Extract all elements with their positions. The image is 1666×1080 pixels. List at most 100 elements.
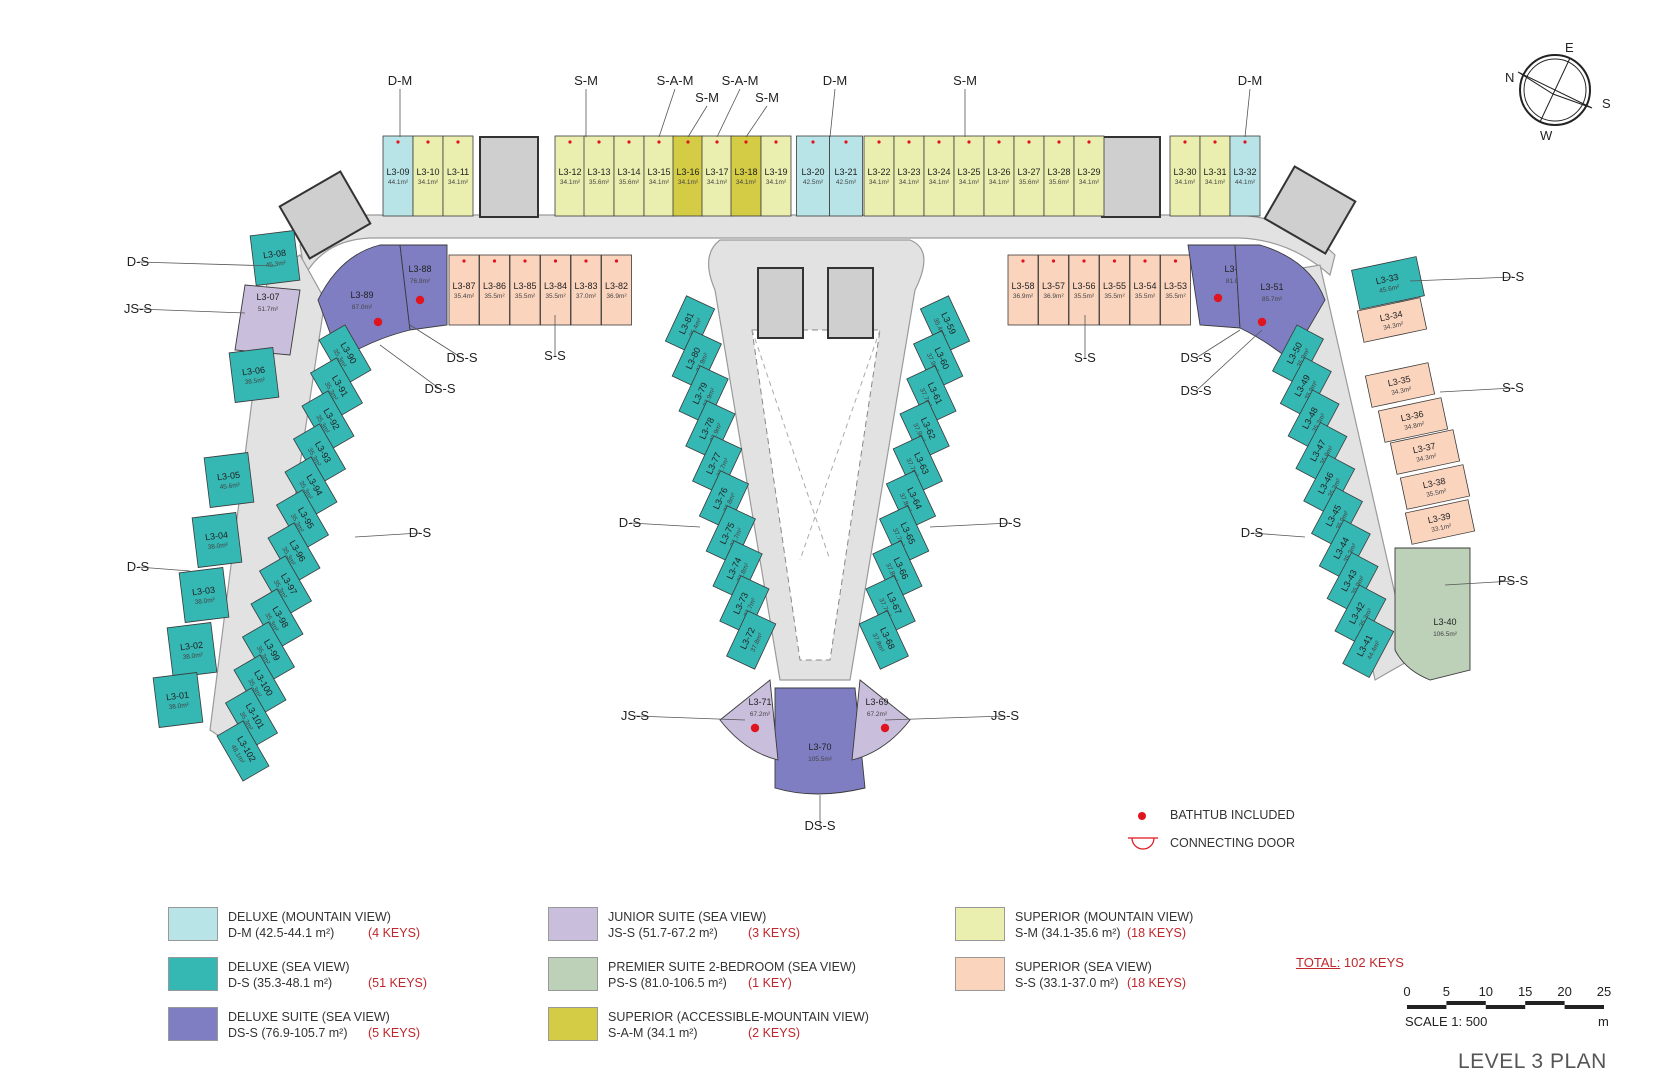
- leader-line: [137, 308, 246, 314]
- unit-id: L3-22: [867, 167, 890, 177]
- legend-text: SUPERIOR (ACCESSIBLE-MOUNTAIN VIEW)S-A-M…: [608, 1009, 869, 1041]
- bathtub-marker: [844, 140, 848, 144]
- leader-line: [409, 324, 463, 359]
- leader-line: [929, 522, 1011, 528]
- unit-id: L3-69: [865, 697, 888, 707]
- bathtub-marker: [597, 140, 601, 144]
- unit-area: 34.3m²: [1383, 321, 1405, 332]
- legend-swatch: [548, 907, 598, 941]
- compass-w: W: [1540, 128, 1553, 143]
- legend-detail-row: S-A-M (34.1 m²)(2 KEYS): [608, 1025, 869, 1041]
- leader-line: [1439, 387, 1514, 393]
- unit-l3-22: L3-22 34.1m²: [863, 135, 895, 217]
- legend-name: DELUXE SUITE (SEA VIEW): [228, 1010, 390, 1024]
- unit-box: [892, 435, 943, 495]
- unit-area: 45.3m²: [265, 260, 287, 270]
- unit-area: 35.5m²: [1165, 293, 1186, 300]
- bathtub-marker: [456, 140, 460, 144]
- unit-id: L3-25: [957, 167, 980, 177]
- legend-name: SUPERIOR (ACCESSIBLE-MOUNTAIN VIEW): [608, 1010, 869, 1024]
- leader-line: [137, 261, 276, 267]
- legend-swatch: [955, 957, 1005, 991]
- type-label: PS-S: [1444, 573, 1528, 588]
- unit-area: 34.1m²: [418, 179, 439, 186]
- unit-id: L3-01: [165, 690, 189, 703]
- bathtub-marker: [1057, 140, 1061, 144]
- unit-area: 34.1m²: [989, 179, 1010, 186]
- unit-box: [726, 610, 777, 670]
- legend-text: DELUXE (SEA VIEW)D-S (35.3-48.1 m²)(51 K…: [228, 959, 427, 991]
- bathtub-marker: [627, 140, 631, 144]
- unit-id: L3-07: [256, 292, 279, 302]
- legend-name: DELUXE (MOUNTAIN VIEW): [228, 910, 391, 924]
- type-label-text: D-M: [388, 73, 413, 88]
- unit-box: [953, 135, 985, 217]
- legend-keys: (51 KEYS): [368, 976, 428, 990]
- type-label: S-M: [745, 90, 779, 138]
- unit-area: 35.6m²: [1019, 179, 1040, 186]
- unit-box: [1364, 362, 1436, 408]
- unit-id: L3-27: [1017, 167, 1040, 177]
- type-label: D-S: [1241, 525, 1306, 540]
- unit-area: 34.1m²: [766, 179, 787, 186]
- unit-area: 34.8m²: [1404, 421, 1426, 432]
- suite-shape: [1394, 547, 1471, 681]
- leader-line: [1195, 329, 1263, 392]
- unit-box: [1068, 254, 1100, 326]
- unit-box: [1389, 429, 1461, 475]
- bathtub-marker: [1051, 259, 1056, 263]
- scale-tick: 5: [1443, 984, 1450, 999]
- unit-area: 42.5m²: [836, 179, 857, 186]
- unit-box: [412, 135, 444, 217]
- bathtub-marker: [426, 140, 430, 144]
- type-label: S-S: [1074, 315, 1096, 365]
- unit-box: [829, 135, 863, 217]
- unit-box: [858, 610, 909, 670]
- leader-line: [884, 715, 1006, 721]
- legend-detail-row: D-S (35.3-48.1 m²)(51 KEYS): [228, 975, 427, 991]
- unit-area: 34.1m²: [869, 179, 890, 186]
- unit-box: [983, 135, 1015, 217]
- unit-id: L3-89: [350, 290, 373, 300]
- unit-box: [442, 135, 474, 217]
- unit-area: 34.1m²: [1079, 179, 1100, 186]
- unit-area: 38.0m²: [182, 652, 204, 662]
- unit-area: 35.5m²: [1135, 293, 1156, 300]
- type-label-text: DS-S: [804, 818, 835, 833]
- bathtub-marker: [1087, 140, 1091, 144]
- unit-box: [1377, 397, 1449, 443]
- legend-swatch: [548, 1007, 598, 1041]
- total-label: TOTAL:: [1296, 955, 1341, 970]
- unit-id: L3-05: [216, 470, 240, 483]
- unit-id: L3-32: [1233, 167, 1256, 177]
- leader-line: [1251, 532, 1306, 538]
- unit-id: L3-87: [452, 281, 475, 291]
- unit-area: 34.1m²: [929, 179, 950, 186]
- unit-box: [1351, 256, 1425, 310]
- legend-text: JUNIOR SUITE (SEA VIEW)JS-S (51.7-67.2 m…: [608, 909, 800, 941]
- unit-box: [1399, 464, 1471, 510]
- connecting-door-note: CONNECTING DOOR: [1170, 836, 1295, 850]
- unit-box: [1404, 499, 1476, 545]
- type-label-text: DS-S: [424, 381, 455, 396]
- bathtub-marker: [907, 140, 911, 144]
- legend-swatch: [955, 907, 1005, 941]
- unit-id: L3-20: [801, 167, 824, 177]
- scale-tick: 10: [1479, 984, 1493, 999]
- unit-area: 36.9m²: [606, 293, 627, 300]
- unit-area: 38.0m²: [207, 542, 229, 552]
